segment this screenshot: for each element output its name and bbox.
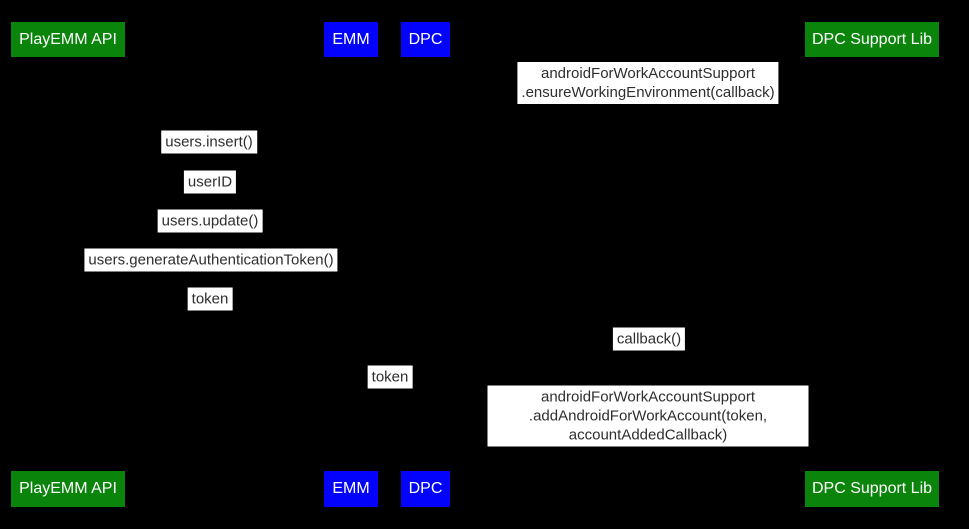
participant-emm-bottom: EMM — [324, 471, 378, 507]
message-users-update: users.update() — [157, 209, 263, 233]
participant-playemm-api-top: PlayEMM API — [11, 22, 125, 57]
message-ensure-working-environment: androidForWorkAccountSupport .ensureWork… — [517, 62, 779, 104]
participant-dpc-support-lib-bottom: DPC Support Lib — [805, 471, 939, 507]
message-token-2: token — [367, 365, 413, 389]
participant-playemm-api-bottom: PlayEMM API — [11, 471, 125, 507]
message-users-generate-authentication-token: users.generateAuthenticationToken() — [84, 248, 338, 272]
message-users-insert: users.insert() — [161, 130, 257, 154]
participant-dpc-top: DPC — [401, 22, 450, 57]
message-user-id: userID — [183, 170, 237, 194]
message-callback: callback() — [612, 327, 686, 351]
message-token: token — [187, 287, 233, 311]
message-add-android-for-work-account: androidForWorkAccountSupport .addAndroid… — [487, 385, 809, 447]
participant-dpc-support-lib-top: DPC Support Lib — [805, 22, 939, 57]
participant-emm-top: EMM — [324, 22, 378, 57]
participant-dpc-bottom: DPC — [401, 471, 450, 507]
